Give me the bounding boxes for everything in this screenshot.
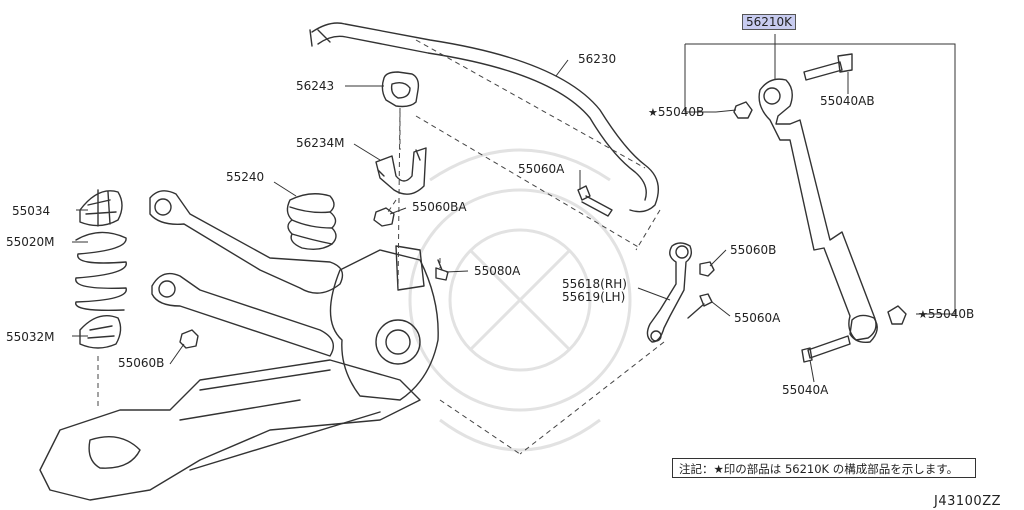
part-label-55240[interactable]: 55240 xyxy=(226,170,265,184)
part-label-55060b-low[interactable]: 55060B xyxy=(118,356,165,370)
bushing-clamp xyxy=(375,147,427,195)
part-label-55040b-right[interactable]: ★55040B xyxy=(918,307,975,321)
knuckle-bolt xyxy=(435,259,449,281)
component-note: 注記：★印の部品は 56210K の構成部品を示します。 xyxy=(672,458,976,478)
part-label-55040a[interactable]: 55040A xyxy=(782,383,829,397)
part-label-56230[interactable]: 56230 xyxy=(578,52,617,66)
part-label-55034[interactable]: 55034 xyxy=(12,204,51,218)
rear-knuckle xyxy=(329,249,439,401)
lower-nut xyxy=(887,305,907,325)
upper-spring-seat xyxy=(79,189,123,227)
lower-mount-bolt xyxy=(801,335,851,363)
part-label-55060ba[interactable]: 55060BA xyxy=(412,200,467,214)
shock-absorber xyxy=(758,78,877,341)
part-label-55060a-top[interactable]: 55060A xyxy=(518,162,565,176)
clamp-nut xyxy=(373,207,395,227)
part-label-55618[interactable]: 55618(RH) xyxy=(562,277,627,291)
stabilizer-bolt xyxy=(577,185,613,217)
lower-link xyxy=(151,272,334,357)
part-label-55619[interactable]: 55619(LH) xyxy=(562,290,626,304)
stabilizer-bar xyxy=(311,22,659,213)
lower-spring-seat xyxy=(79,315,122,349)
star-icon: ★ xyxy=(918,308,928,321)
upper-mount-bolt xyxy=(803,53,853,81)
stabilizer-connecting-rod xyxy=(646,242,693,343)
part-label-56243[interactable]: 56243 xyxy=(296,79,335,93)
watermark-emblem xyxy=(408,148,632,452)
part-label-56234m[interactable]: 56234M xyxy=(296,136,345,150)
stabilizer-bushing xyxy=(381,71,420,108)
arm-nut xyxy=(179,329,199,349)
link-bolt xyxy=(687,293,713,319)
upper-arm xyxy=(149,190,344,294)
coil-spring xyxy=(75,231,127,312)
rear-suspension-member xyxy=(39,359,421,501)
part-label-56210k[interactable]: 56210K xyxy=(742,14,797,30)
part-label-55060a-low[interactable]: 55060A xyxy=(734,311,781,325)
diagram-code: J43100ZZ xyxy=(934,494,1002,509)
part-label-55040b-left[interactable]: ★55040B xyxy=(648,105,705,119)
part-label-55060b-mid[interactable]: 55060B xyxy=(730,243,777,257)
part-label-55040ab[interactable]: 55040AB xyxy=(820,94,875,108)
star-icon: ★ xyxy=(648,106,658,119)
part-label-55020m[interactable]: 55020M xyxy=(6,235,55,249)
upper-nut xyxy=(733,101,753,119)
part-label-55080a[interactable]: 55080A xyxy=(474,264,521,278)
part-label-55032m[interactable]: 55032M xyxy=(6,330,55,344)
link-nut xyxy=(699,261,715,277)
